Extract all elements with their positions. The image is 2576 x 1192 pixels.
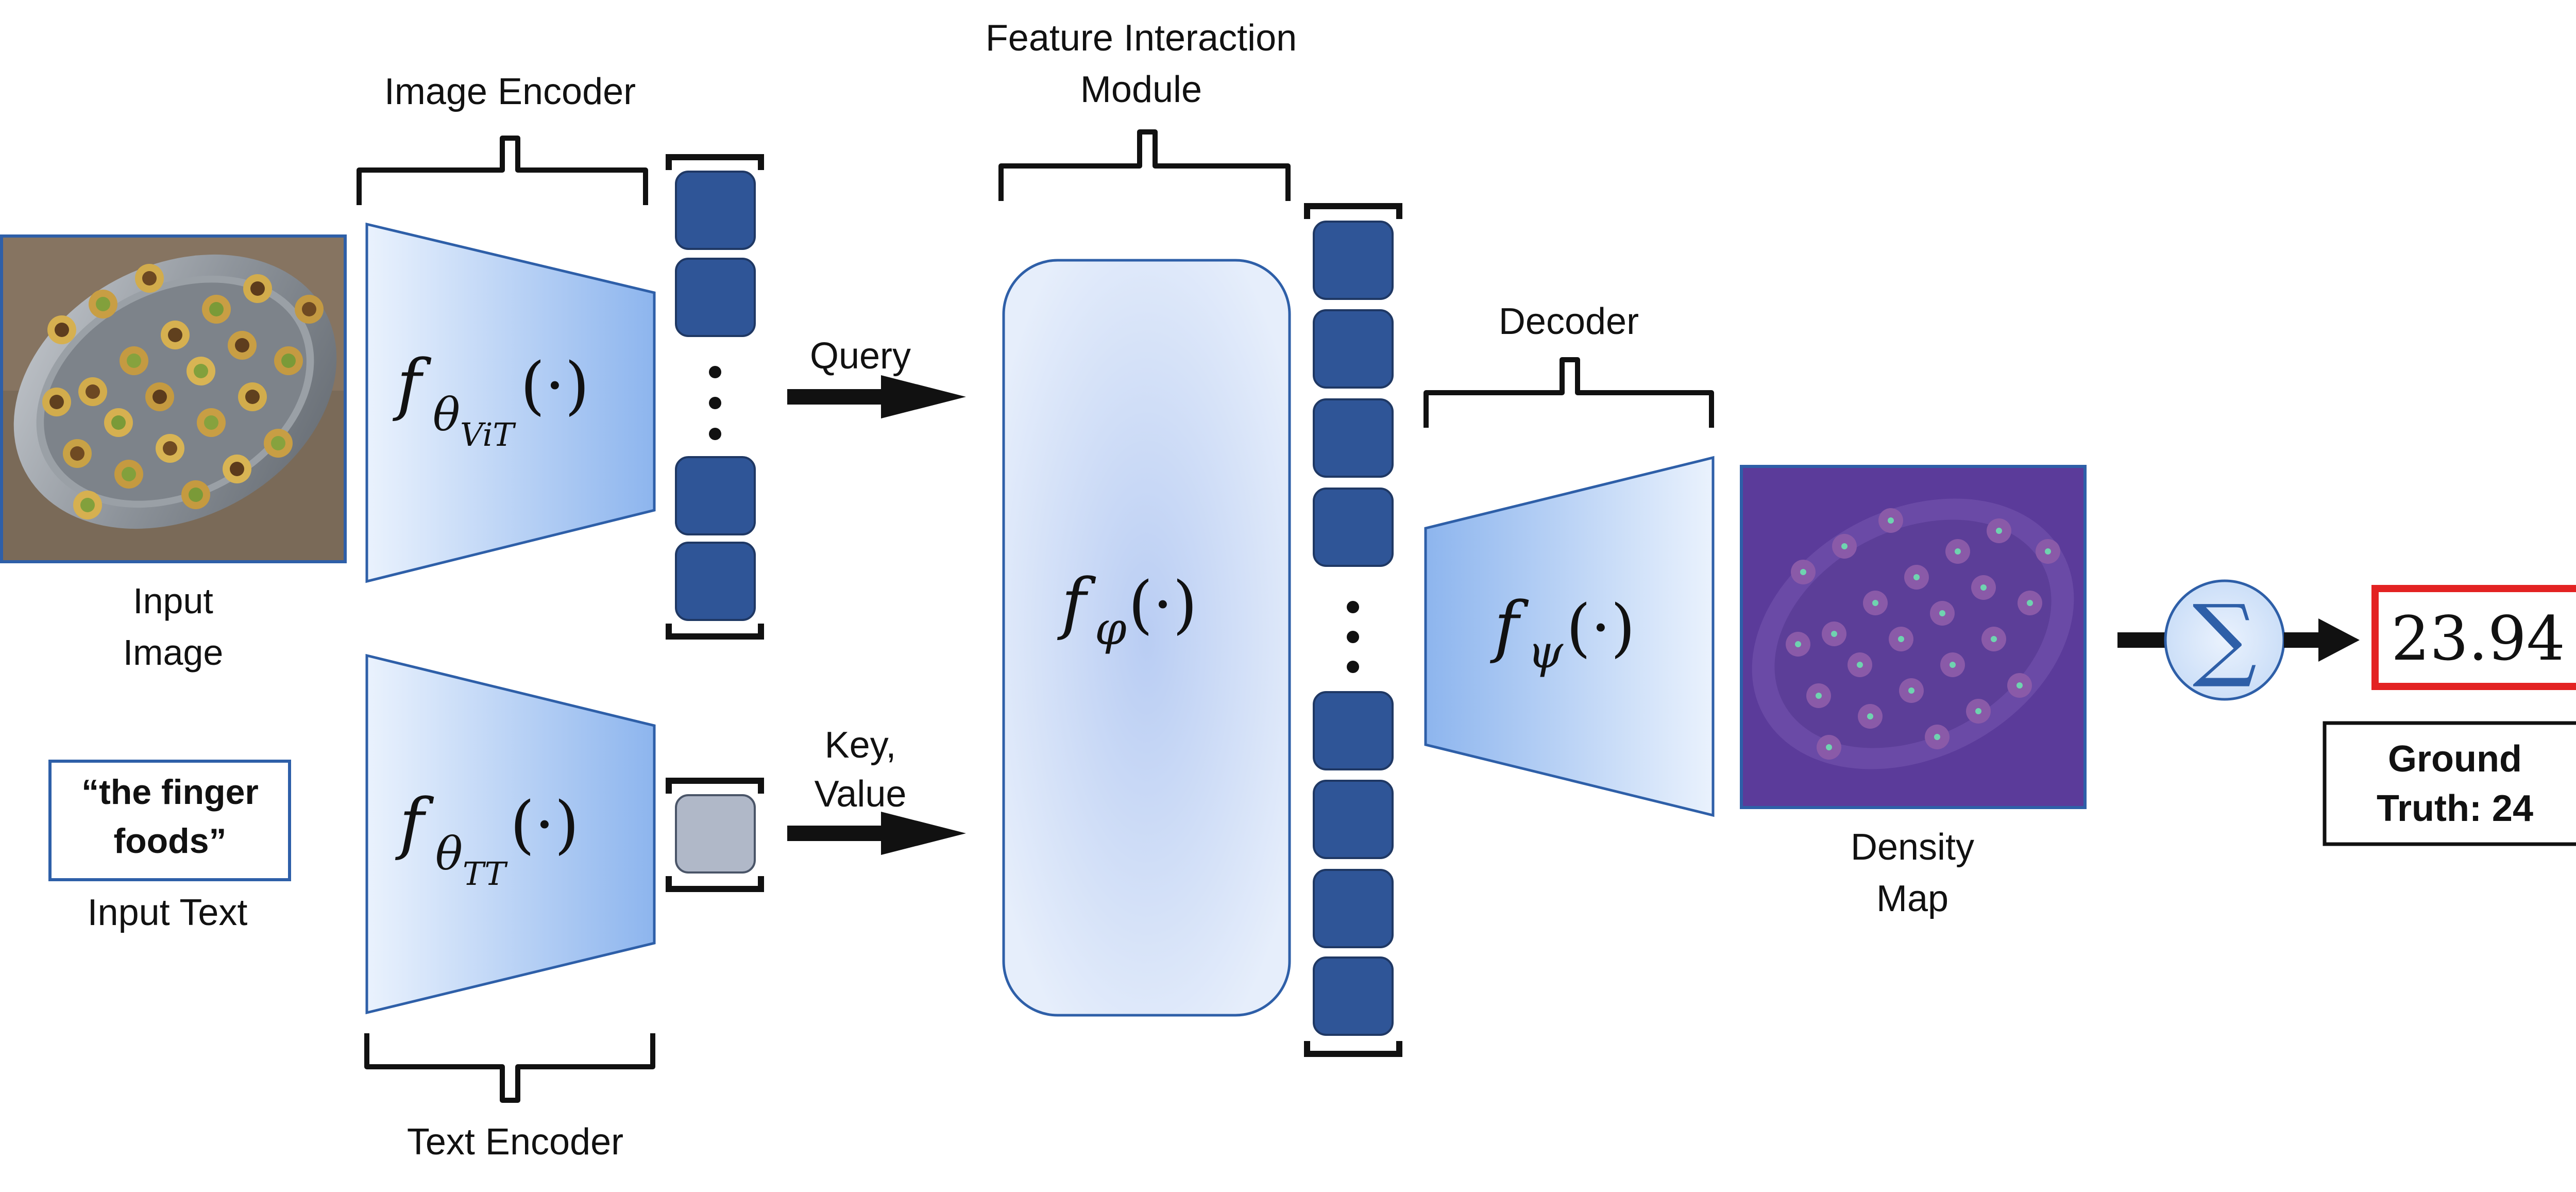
interaction-brace — [998, 129, 1291, 201]
svg-text:φ: φ — [1095, 602, 1127, 655]
fused-token — [1313, 780, 1394, 859]
interaction-title-line2: Module — [1080, 69, 1202, 110]
density-centers — [1795, 517, 2051, 750]
output-count-box — [2371, 585, 2576, 690]
food-items — [42, 264, 324, 519]
input-image-label-line1: Input — [133, 581, 213, 621]
input-text-quote-line1: “the finger — [81, 773, 259, 812]
image-encoder-title: Image Encoder — [384, 71, 636, 112]
image-token-column — [666, 154, 764, 640]
image-encoder-brace — [357, 136, 648, 205]
svg-text:θ: θ — [433, 388, 460, 441]
svg-text:(·): (·) — [1566, 591, 1635, 664]
text-encoder-title: Text Encoder — [407, 1121, 623, 1163]
fused-token — [1313, 309, 1394, 389]
decoder-brace — [1423, 357, 1714, 428]
text-token-column — [666, 778, 764, 892]
key-label: Key, — [825, 725, 896, 766]
input-image-frame — [0, 234, 347, 563]
input-text-quote-line2: foods” — [113, 821, 226, 861]
ellipsis-dot — [709, 366, 721, 378]
query-arrow — [787, 375, 966, 418]
fused-token — [1313, 869, 1394, 948]
decoder-trapezoid — [1424, 456, 1715, 817]
fused-token — [1313, 398, 1394, 478]
fused-token — [1313, 956, 1394, 1036]
density-map-image — [1740, 465, 2087, 809]
text-token — [675, 794, 756, 874]
sum-output-arrow — [2284, 618, 2360, 662]
input-image-label-line2: Image — [123, 632, 224, 673]
image-encoder-formula: f θ ViT (·) — [393, 345, 589, 454]
svg-text:TT: TT — [463, 855, 509, 893]
ground-truth-line2: Truth: 24 — [2377, 788, 2533, 829]
query-label: Query — [810, 335, 911, 377]
input-text-box — [48, 760, 291, 881]
ground-truth-box — [2323, 721, 2576, 846]
density-map-label-line1: Density — [1851, 827, 1974, 868]
summation-symbol: ∑ — [2193, 586, 2257, 691]
ground-truth-line1: Ground — [2388, 738, 2522, 780]
sum-input-arrow — [2117, 632, 2166, 648]
value-label: Value — [815, 774, 907, 815]
interaction-title-line1: Feature Interaction — [986, 18, 1297, 59]
svg-text:(·): (·) — [1128, 568, 1197, 641]
image-token — [675, 542, 756, 621]
image-token — [675, 456, 756, 535]
input-text-caption: Input Text — [88, 892, 248, 933]
key-value-arrow — [787, 812, 966, 855]
ellipsis-dot — [1347, 601, 1359, 613]
image-token — [675, 258, 756, 337]
decoder-title: Decoder — [1499, 301, 1639, 342]
text-encoder-formula: f θ TT (·) — [395, 784, 579, 893]
fused-token-column — [1304, 203, 1402, 1057]
svg-text:θ: θ — [435, 827, 463, 880]
svg-text:(·): (·) — [520, 349, 589, 422]
image-token — [675, 171, 756, 250]
text-encoder-trapezoid — [365, 653, 656, 1015]
svg-text:ViT: ViT — [460, 416, 517, 454]
svg-text:(·): (·) — [510, 788, 579, 861]
ellipsis-dot — [1347, 631, 1359, 643]
fused-token — [1313, 488, 1394, 567]
fused-token — [1313, 691, 1394, 770]
image-encoder-trapezoid — [365, 222, 656, 583]
interaction-module-block — [1002, 259, 1291, 1017]
density-map-label-line2: Map — [1876, 878, 1948, 919]
ellipsis-dot — [1347, 661, 1359, 673]
ellipsis-dot — [709, 428, 721, 440]
input-image — [0, 234, 347, 563]
ellipsis-dot — [709, 397, 721, 409]
text-encoder-brace — [364, 1033, 655, 1103]
fused-token — [1313, 221, 1394, 300]
svg-text:ψ: ψ — [1528, 625, 1564, 678]
output-count-value: 23.94 — [2391, 603, 2565, 674]
